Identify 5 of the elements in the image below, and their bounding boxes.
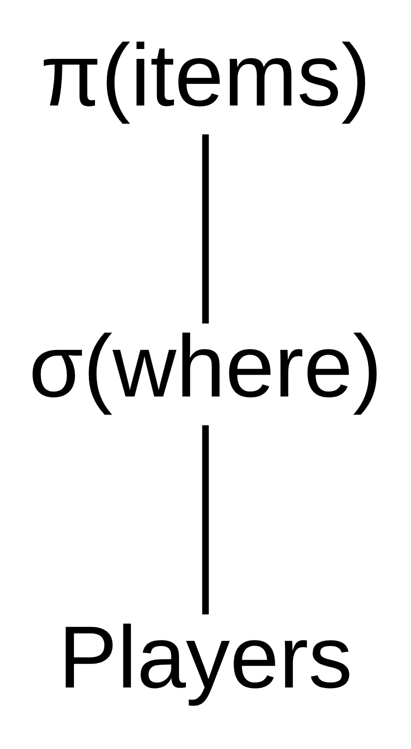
connector bbox=[202, 134, 209, 324]
node-text: σ(where) bbox=[28, 316, 382, 416]
connector bbox=[202, 425, 209, 614]
node-text: π(items) bbox=[40, 26, 371, 125]
node-text: Players bbox=[58, 608, 352, 707]
